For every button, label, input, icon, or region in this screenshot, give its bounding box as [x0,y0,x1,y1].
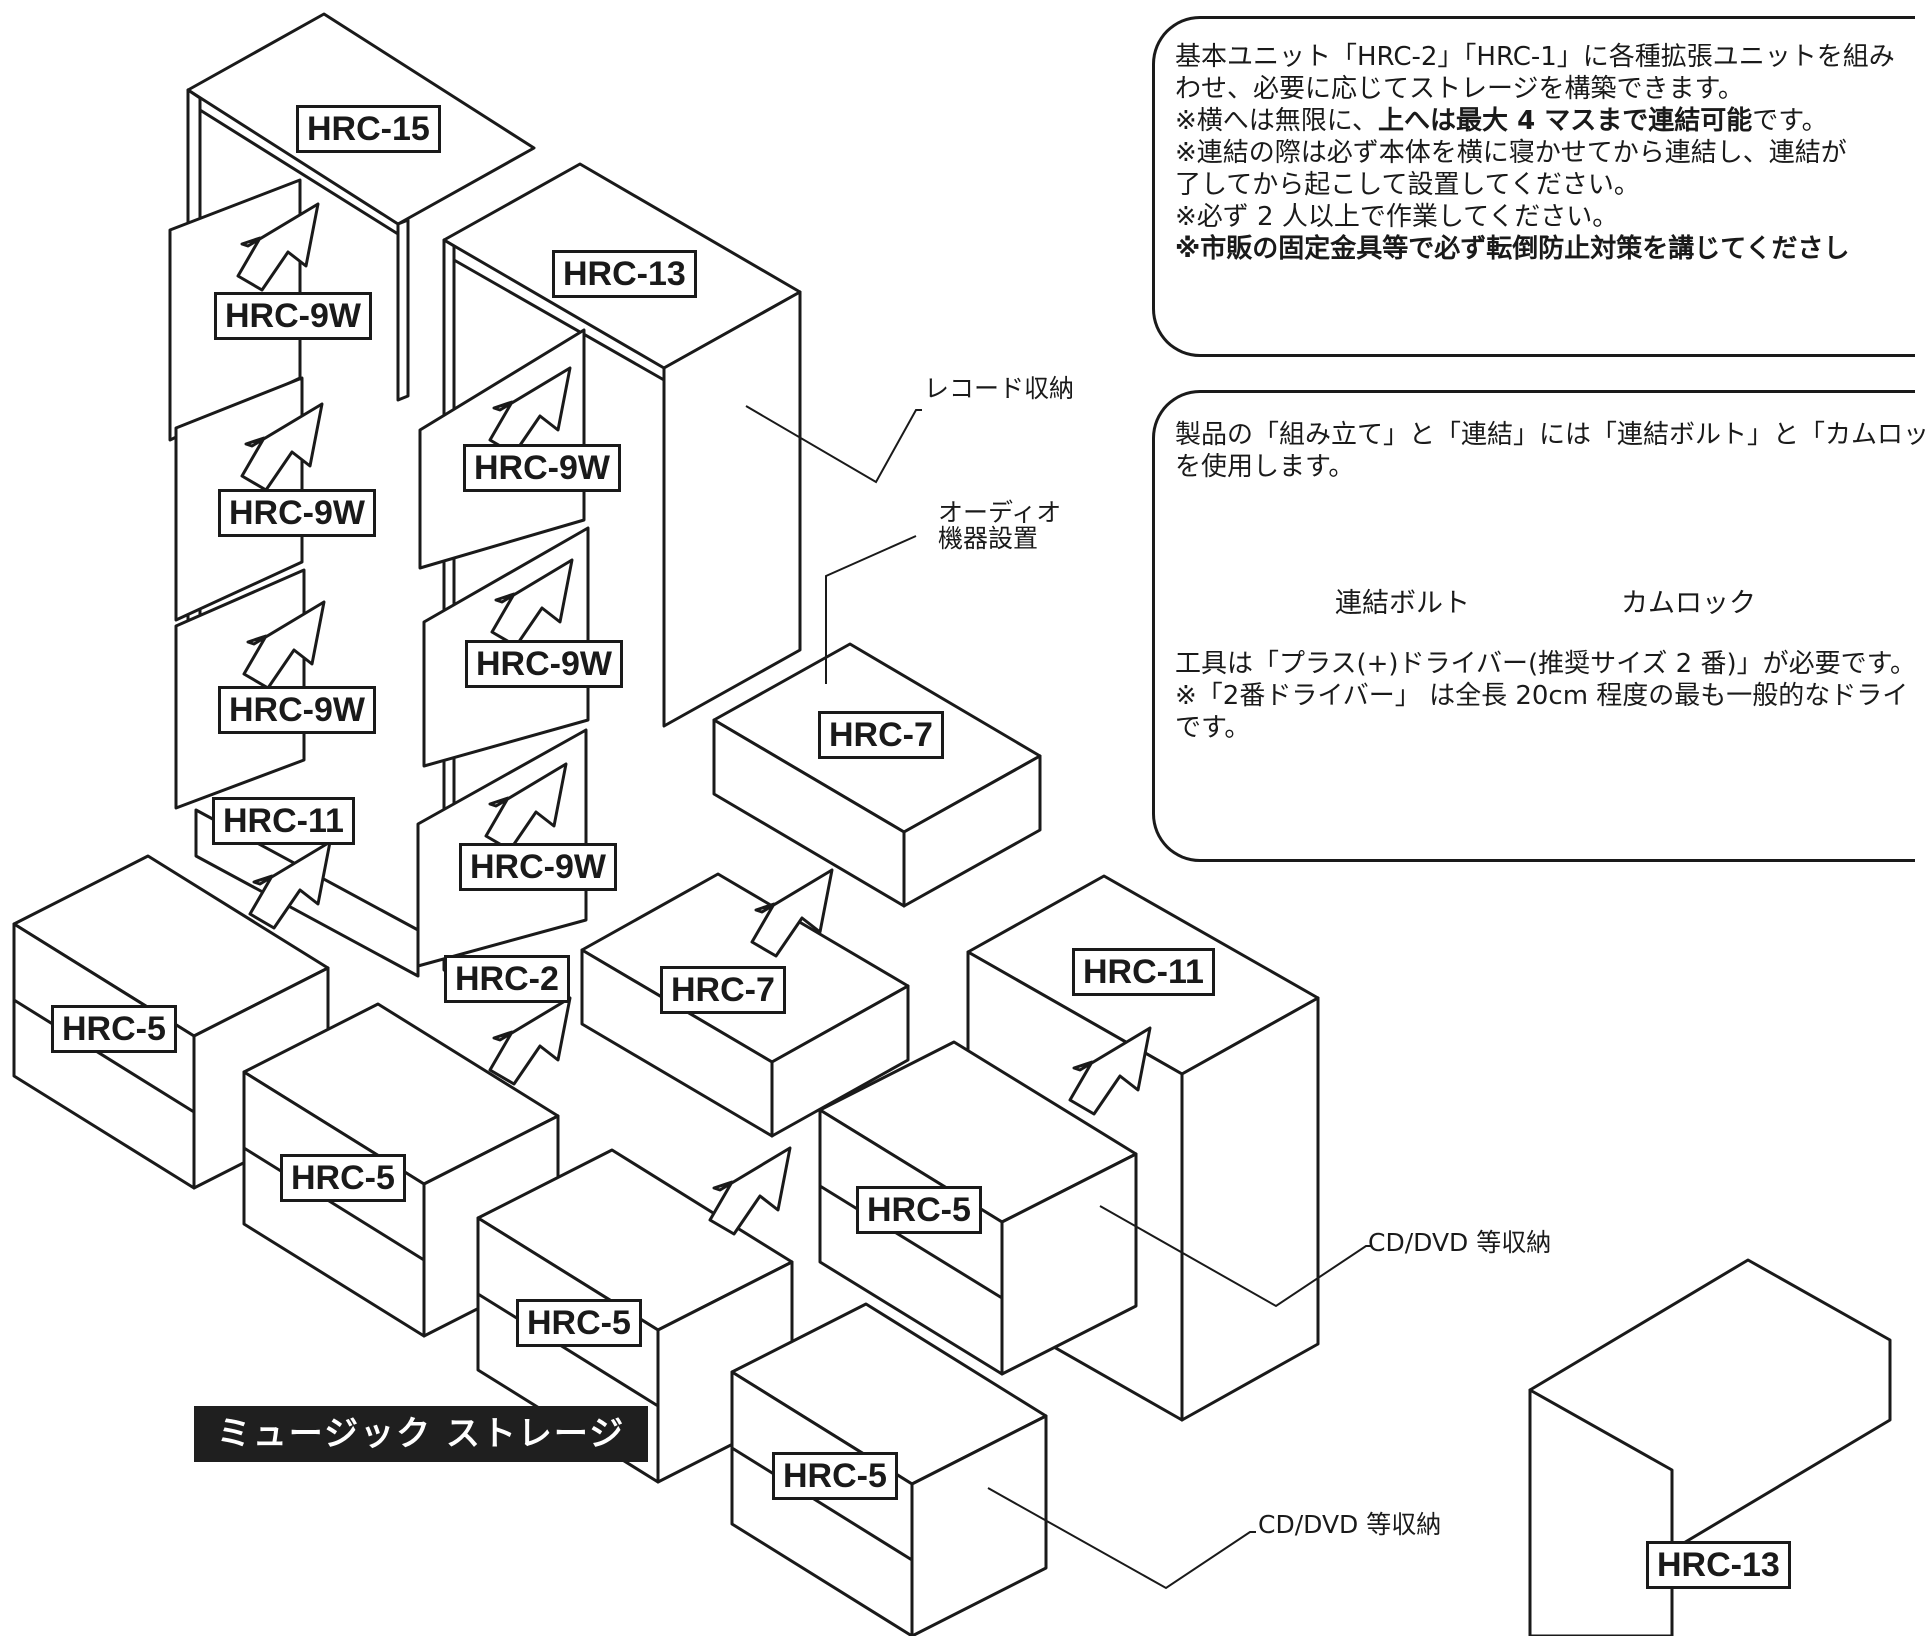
info-line-1: 基本ユニット「HRC-2」「HRC-1」に各種拡張ユニットを組み [1175,42,1895,72]
label-hrc-9w-6: HRC-9W [459,843,617,891]
tools-line-3: 工具は「プラス(+)ドライバー(推奨サイズ 2 番)」が必要です。 [1175,649,1917,679]
info-line-6: ※必ず 2 人以上で作業してください。 [1175,202,1619,232]
callout-cd-dvd-1: CD/DVD 等収納 [1368,1228,1552,1257]
unit-hrc-7-upper [712,642,1042,908]
bolt-label: 連結ボルト [1335,588,1470,619]
label-hrc-5-4: HRC-5 [856,1186,982,1234]
unit-hrc-11-left [194,808,420,978]
title-banner: ミュージック ストレージ [194,1406,648,1462]
unit-hrc-13-bottom [1528,1258,1892,1636]
tools-line-4: ※「2番ドライバー」 は全長 20cm 程度の最も一般的なドライ [1175,681,1909,711]
label-hrc-7-lower: HRC-7 [660,966,786,1014]
label-hrc-9w-3: HRC-9W [218,686,376,734]
drawer-hrc-5-4 [708,1040,1138,1376]
label-hrc-15: HRC-15 [296,105,441,153]
label-hrc-9w-1: HRC-9W [214,292,372,340]
label-hrc-5-1: HRC-5 [51,1005,177,1053]
callout-record: レコード収納 [924,374,1075,403]
camlock-label: カムロック [1621,588,1756,619]
label-hrc-9w-2: HRC-9W [218,489,376,537]
info-line-4: ※連結の際は必ず本体を横に寝かせてから連結し、連結が [1175,138,1847,168]
tools-line-2: を使用します。 [1175,452,1355,482]
label-hrc-2: HRC-2 [444,955,570,1003]
arrow-hrc-2 [488,996,572,1086]
label-hrc-7-upper: HRC-7 [818,711,944,759]
info-line-7: ※市販の固定金具等で必ず転倒防止対策を講じてくださし [1175,234,1850,264]
label-hrc-5-3: HRC-5 [516,1299,642,1347]
callout-audio-line1: オーディオ [938,498,1062,527]
drawer-hrc-5-5 [730,1302,1048,1636]
callout-cd-dvd-2: CD/DVD 等収納 [1258,1510,1442,1539]
tools-box: 製品の「組み立て」と「連結」には「連結ボルト」と「カムロッ を使用します。 連結… [1152,390,1929,862]
label-hrc-11-left: HRC-11 [212,797,355,845]
label-hrc-9w-5: HRC-9W [465,640,623,688]
tools-line-5: です。 [1175,713,1251,743]
label-hrc-5-2: HRC-5 [280,1154,406,1202]
tools-line-1: 製品の「組み立て」と「連結」には「連結ボルト」と「カムロッ [1175,420,1929,450]
label-hrc-9w-4: HRC-9W [463,444,621,492]
label-hrc-5-5: HRC-5 [772,1452,898,1500]
info-box: 基本ユニット「HRC-2」「HRC-1」に各種拡張ユニットを組み わせ、必要に応… [1152,16,1915,357]
callout-audio-line2: 機器設置 [938,524,1039,553]
label-hrc-13-bottom: HRC-13 [1646,1541,1791,1589]
info-line-3: ※横へは無限に、上へは最大 4 マスまで連結可能です。 [1175,106,1828,136]
info-line-5: 了してから起こして設置してください。 [1175,170,1640,200]
info-line-2: わせ、必要に応じてストレージを構築できます。 [1175,74,1744,104]
label-hrc-11-right: HRC-11 [1072,948,1215,996]
label-hrc-13-top: HRC-13 [552,250,697,298]
